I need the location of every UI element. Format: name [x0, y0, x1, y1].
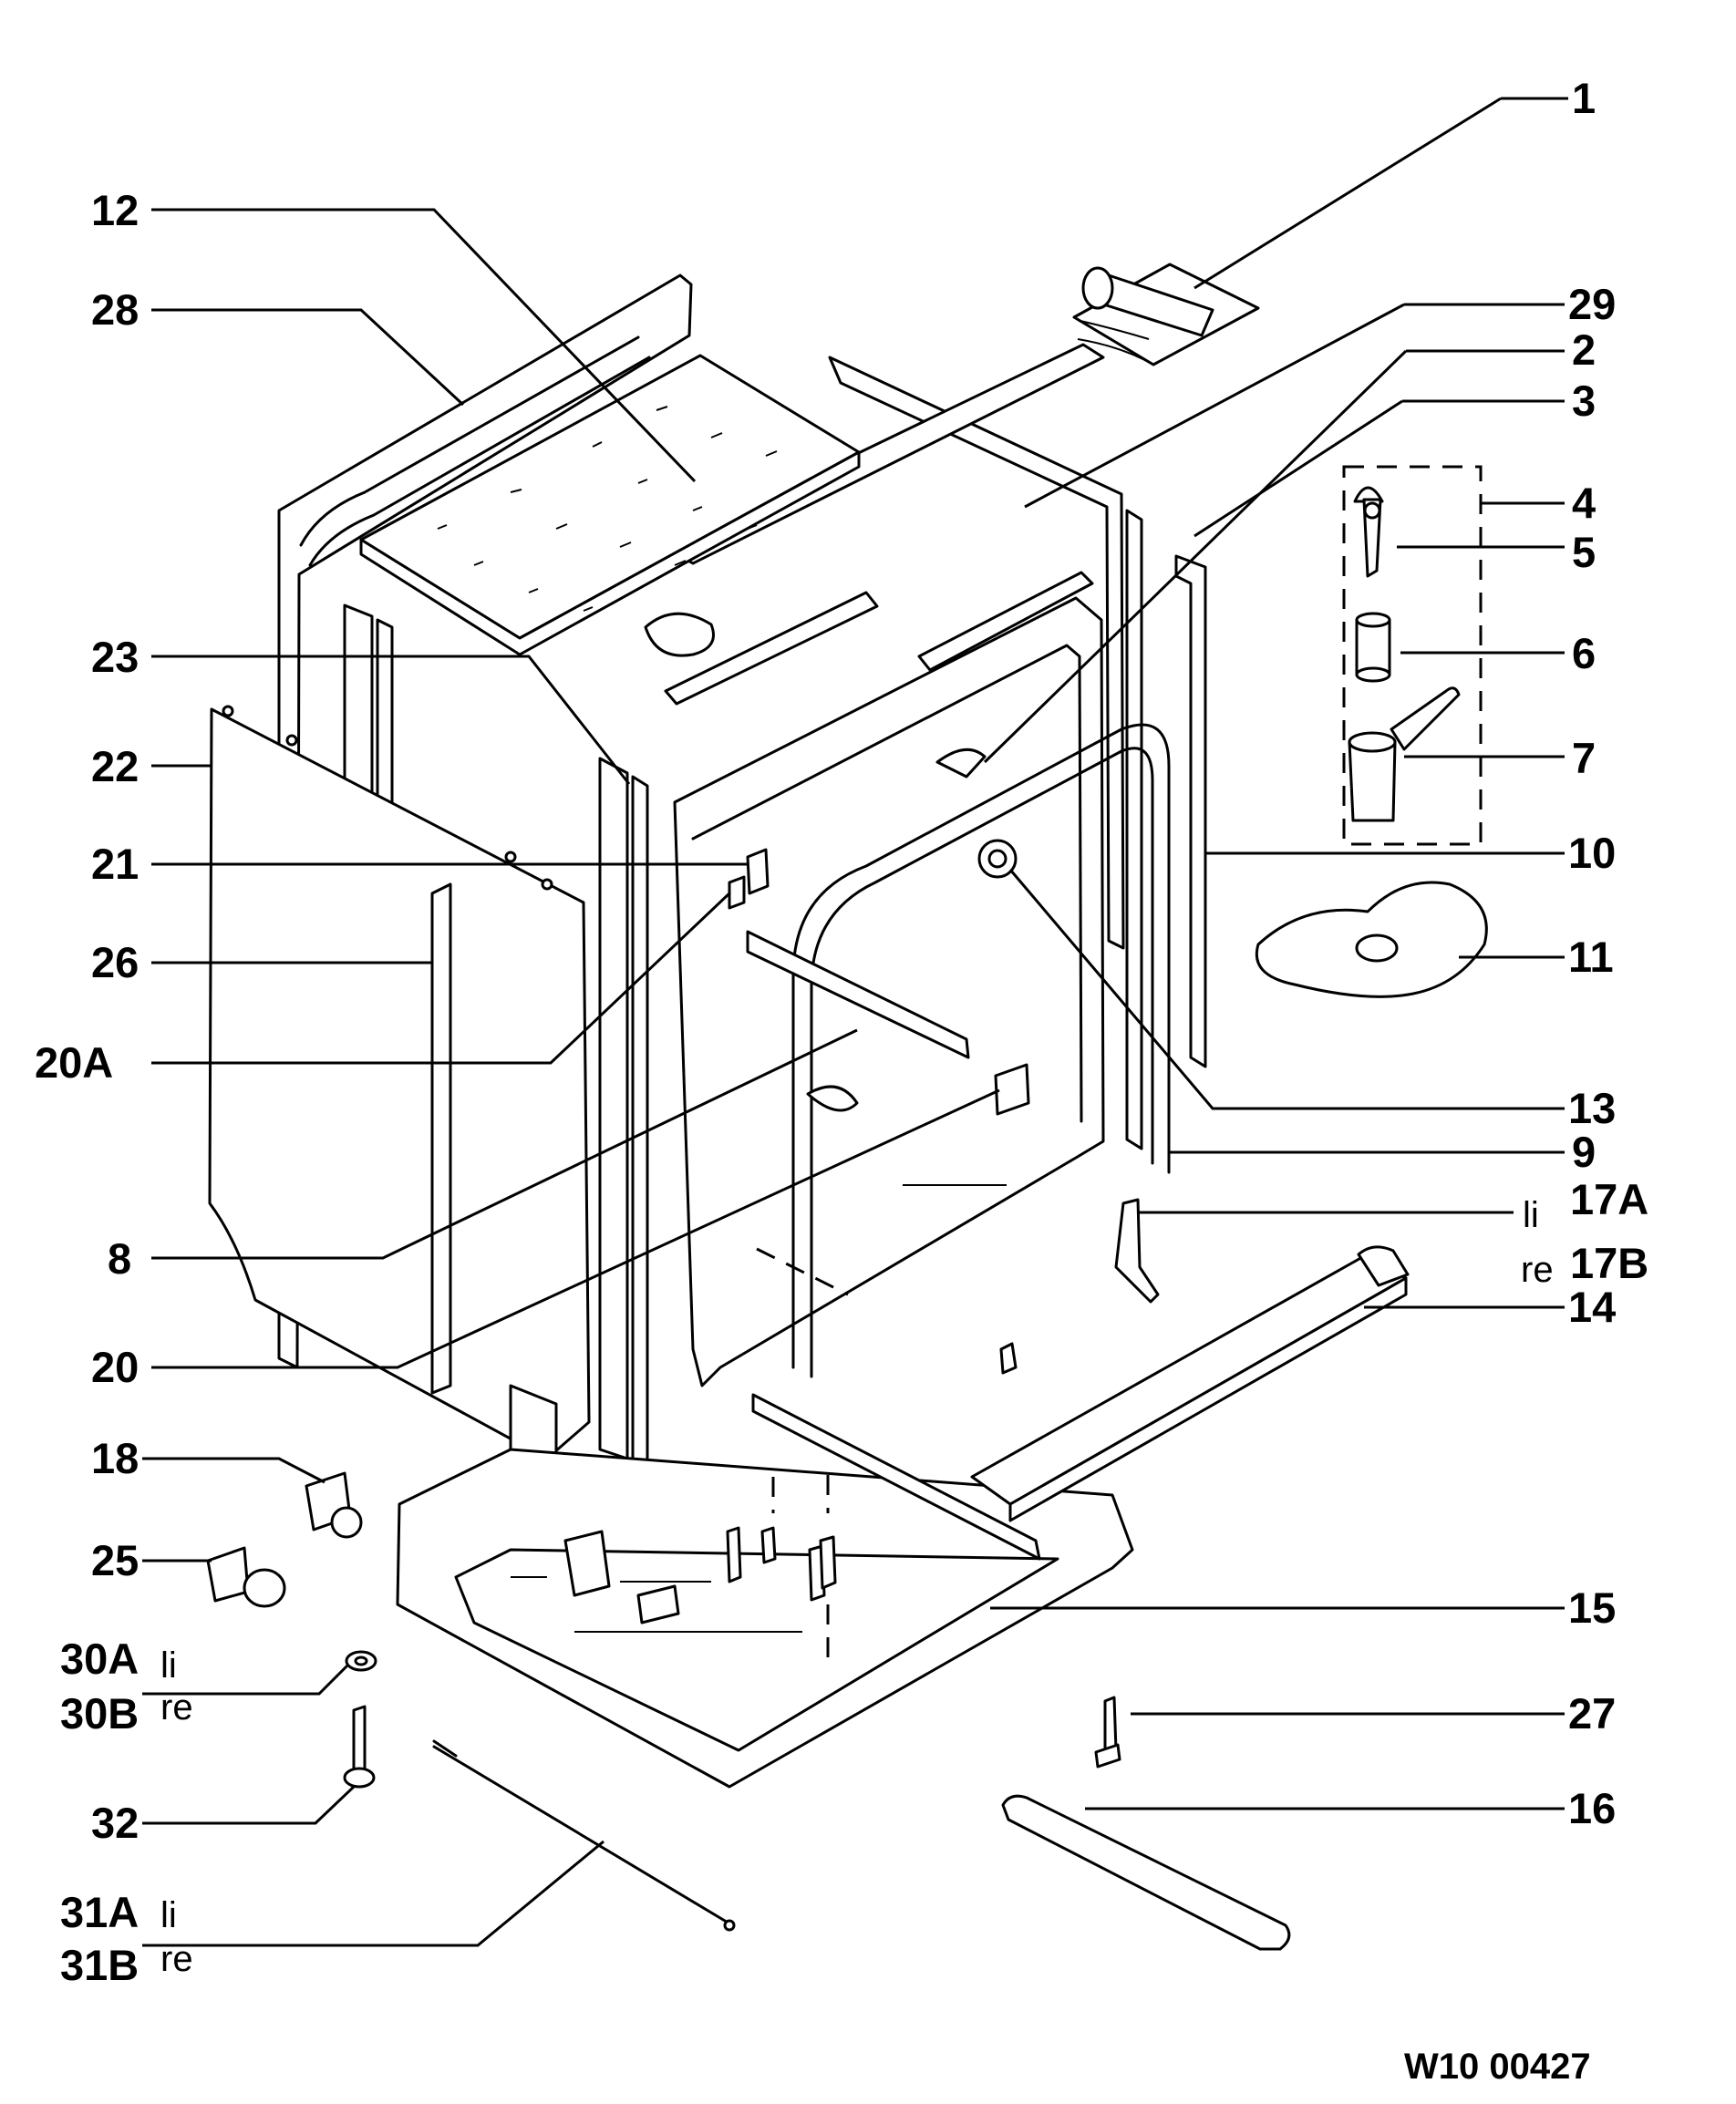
- leader-lines: [142, 97, 1568, 1947]
- foot-screw-icon: [206, 1471, 1121, 1789]
- drawing-code: W10 00427: [1404, 2047, 1591, 2087]
- insulation-mat-icon: [359, 354, 861, 656]
- callout-7: 7: [1572, 734, 1596, 782]
- callout-9: 9: [1572, 1128, 1596, 1176]
- callout-31B: 31B: [60, 1941, 139, 1989]
- rear-foot-icon: [999, 1342, 1018, 1375]
- callout-32: 32: [91, 1799, 139, 1847]
- callout-31A: 31A: [60, 1888, 139, 1936]
- callout-20: 20: [91, 1343, 139, 1391]
- callout-29: 29: [1568, 280, 1616, 328]
- callout-12: 12: [91, 186, 139, 234]
- callout-3: 3: [1572, 376, 1596, 425]
- callout-22: 22: [91, 742, 139, 790]
- callout-labels: 1 12 28 29 2 3 4 5 6 7 10 11 23 22 21 26…: [35, 74, 1648, 2087]
- callout-8: 8: [108, 1234, 131, 1283]
- callout-17A: 17A: [1570, 1175, 1648, 1223]
- callout-28: 28: [91, 285, 139, 334]
- base-tray-icon: [396, 1245, 1410, 1789]
- callout-21: 21: [91, 840, 139, 888]
- side-panel-icon: [208, 705, 591, 1515]
- callout-20A: 20A: [35, 1038, 113, 1087]
- sump-filter-icon: [1256, 881, 1488, 998]
- callout-side-li-30: li: [160, 1645, 177, 1686]
- callout-side-li-31: li: [160, 1895, 177, 1935]
- callout-side-li-17: li: [1523, 1195, 1539, 1235]
- callout-27: 27: [1568, 1689, 1616, 1738]
- callout-14: 14: [1568, 1283, 1616, 1331]
- callout-30B: 30B: [60, 1689, 139, 1738]
- callout-16: 16: [1568, 1784, 1616, 1832]
- callout-25: 25: [91, 1536, 139, 1584]
- callout-2: 2: [1572, 325, 1596, 374]
- callout-side-re-31: re: [160, 1939, 193, 1979]
- callout-15: 15: [1568, 1583, 1616, 1632]
- callout-5: 5: [1572, 528, 1596, 576]
- callout-4: 4: [1572, 479, 1596, 527]
- callout-26: 26: [91, 938, 139, 986]
- callout-13: 13: [1568, 1084, 1616, 1132]
- callout-side-re-17: re: [1521, 1250, 1554, 1290]
- callout-10: 10: [1568, 829, 1616, 877]
- rod-icon: [432, 1739, 736, 1932]
- callout-11: 11: [1568, 933, 1614, 981]
- callout-1: 1: [1572, 74, 1596, 122]
- strip-icon: [1001, 1794, 1291, 1951]
- bitumen-pad-icon: [1072, 263, 1260, 366]
- callout-side-re-30: re: [160, 1687, 193, 1728]
- callout-6: 6: [1572, 629, 1596, 677]
- callout-23: 23: [91, 633, 139, 681]
- callout-30A: 30A: [60, 1635, 139, 1683]
- callout-17B: 17B: [1570, 1239, 1648, 1287]
- callout-18: 18: [91, 1434, 139, 1482]
- filter-set-icon: [1342, 465, 1483, 846]
